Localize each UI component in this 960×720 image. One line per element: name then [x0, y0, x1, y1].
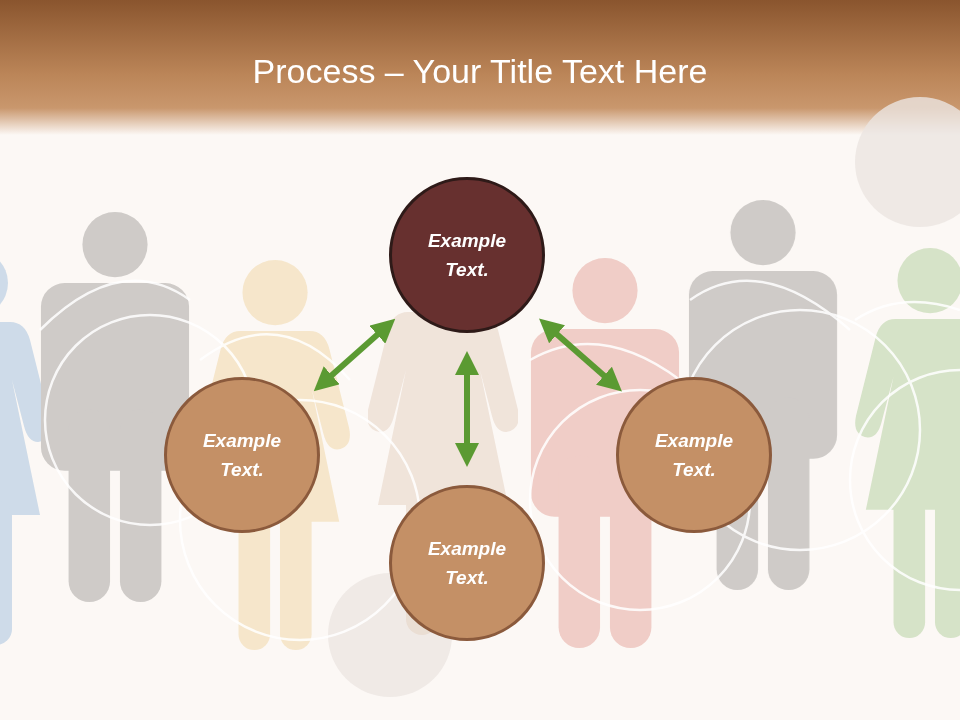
circle-fill: [618, 379, 771, 532]
circle-outline: [164, 377, 320, 533]
circle-outline: [389, 485, 545, 641]
node-label: Example Text.: [197, 426, 287, 484]
circle-fill: [166, 379, 319, 532]
node-label: Example Text.: [422, 226, 512, 284]
node-label: Example Text.: [422, 534, 512, 592]
slide-title: Process – Your Title Text Here: [0, 52, 960, 91]
process-circle: Example Text.: [389, 177, 545, 333]
double-arrow: [323, 327, 387, 383]
circle-fill: [391, 179, 544, 332]
double-arrow: [548, 326, 613, 383]
circle-outline: [616, 377, 772, 533]
process-circle: Example Text.: [389, 485, 545, 641]
circle-fill: [391, 487, 544, 640]
process-circle: Example Text.: [164, 377, 320, 533]
circle-outline: [389, 177, 545, 333]
node-label: Example Text.: [649, 426, 739, 484]
double-arrow: [464, 363, 470, 455]
process-circle: Example Text.: [616, 377, 772, 533]
